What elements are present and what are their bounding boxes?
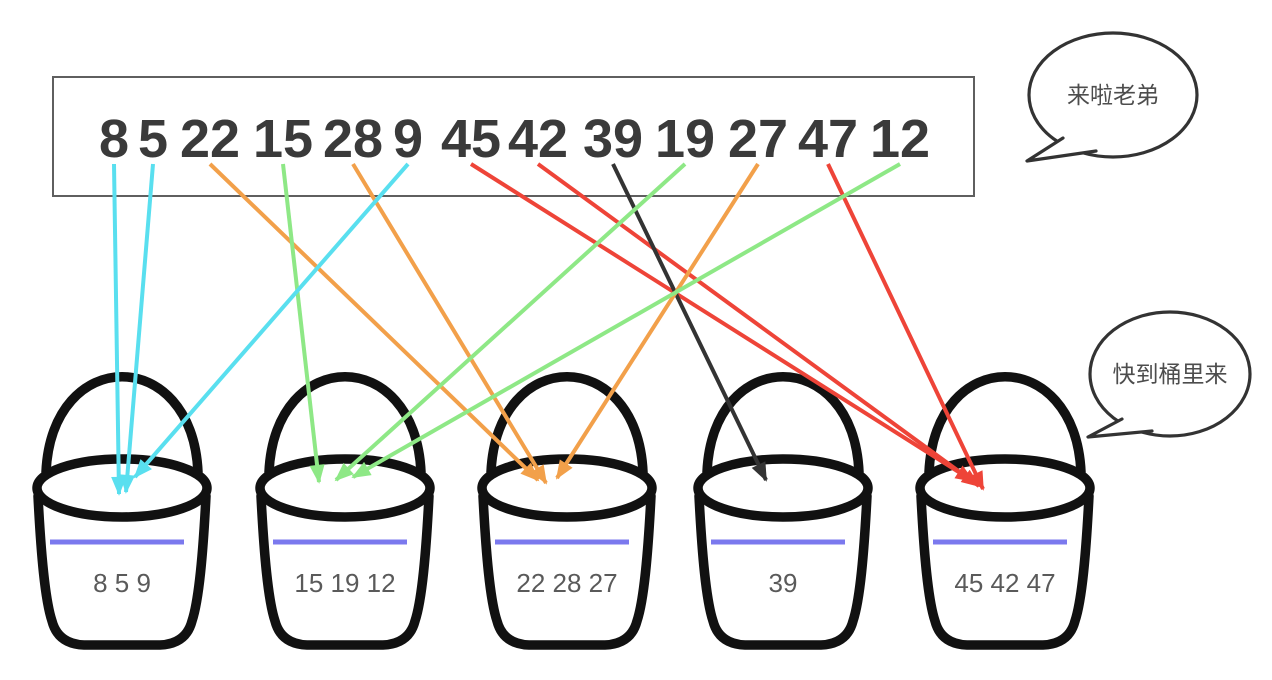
array-number: 5	[138, 109, 168, 169]
bucket-label: 8 5 9	[93, 568, 151, 598]
array-number: 45	[441, 109, 501, 169]
assignment-arrow	[111, 163, 127, 496]
bucket-body	[478, 491, 656, 650]
input-array-box	[52, 76, 975, 197]
bucket-rim	[477, 454, 657, 522]
array-number: 39	[583, 109, 643, 169]
speech-bubble-bottom-balloon	[1088, 310, 1252, 438]
assignment-arrow	[334, 162, 687, 482]
array-number: 47	[798, 109, 858, 169]
bucket: 39	[693, 372, 873, 650]
array-number: 22	[180, 109, 240, 169]
bucket-body	[694, 491, 872, 650]
bucket-body	[256, 491, 434, 650]
bucket-handle	[41, 372, 203, 477]
bucket-label: 45 42 47	[954, 568, 1055, 598]
bucket-handle	[264, 372, 426, 477]
speech-bubble-bottom-text: 快到桶里来	[1113, 361, 1228, 387]
bucket-label: 22 28 27	[516, 568, 617, 598]
assignment-arrow	[611, 163, 768, 482]
bucket-body	[33, 491, 211, 650]
speech-bubble-top-text: 来啦老弟	[1067, 82, 1159, 108]
array-number: 8	[99, 109, 129, 169]
speech-bubble-top-balloon	[1027, 31, 1199, 159]
bucket: 15 19 12	[255, 372, 435, 650]
bucket-handle	[924, 372, 1086, 477]
bucket-label: 39	[769, 568, 798, 598]
speech-bubble-bottom-tail	[1086, 417, 1154, 439]
array-number: 28	[323, 109, 383, 169]
bucket-rim	[32, 454, 212, 522]
bucket-rim	[255, 454, 435, 522]
bucket-body	[916, 491, 1094, 650]
assignment-arrow	[826, 163, 985, 491]
assignment-arrow	[469, 162, 975, 483]
array-number: 15	[253, 109, 313, 169]
bucket-rim	[915, 454, 1095, 522]
array-number: 12	[870, 109, 930, 169]
speech-bubble-bottom: 快到桶里来	[1086, 310, 1252, 439]
buckets: 8 5 9 15 19 12 22 28 27 39 45 42 47	[32, 372, 1095, 650]
assignment-arrow	[351, 162, 901, 479]
array-number: 19	[655, 109, 715, 169]
speech-bubble-top: 来啦老弟	[1025, 31, 1199, 163]
bucket: 8 5 9	[32, 372, 212, 650]
assignment-arrow	[555, 162, 760, 480]
bucket-label: 15 19 12	[294, 568, 395, 598]
array-number: 27	[728, 109, 788, 169]
array-number: 9	[393, 109, 423, 169]
assignment-arrow	[536, 162, 981, 488]
bucket: 45 42 47	[915, 372, 1095, 650]
assignment-arrow	[208, 162, 540, 482]
assignment-arrow	[351, 162, 548, 485]
assignment-arrow	[281, 163, 325, 484]
bucket-handle	[486, 372, 648, 477]
assignment-arrow	[133, 162, 410, 479]
assignment-arrow	[119, 163, 155, 494]
speech-bubble-top-tail	[1025, 136, 1098, 163]
array-number: 42	[508, 109, 568, 169]
assignment-arrows	[111, 162, 985, 496]
bucket-handle	[702, 372, 864, 477]
bucket-rim	[693, 454, 873, 522]
